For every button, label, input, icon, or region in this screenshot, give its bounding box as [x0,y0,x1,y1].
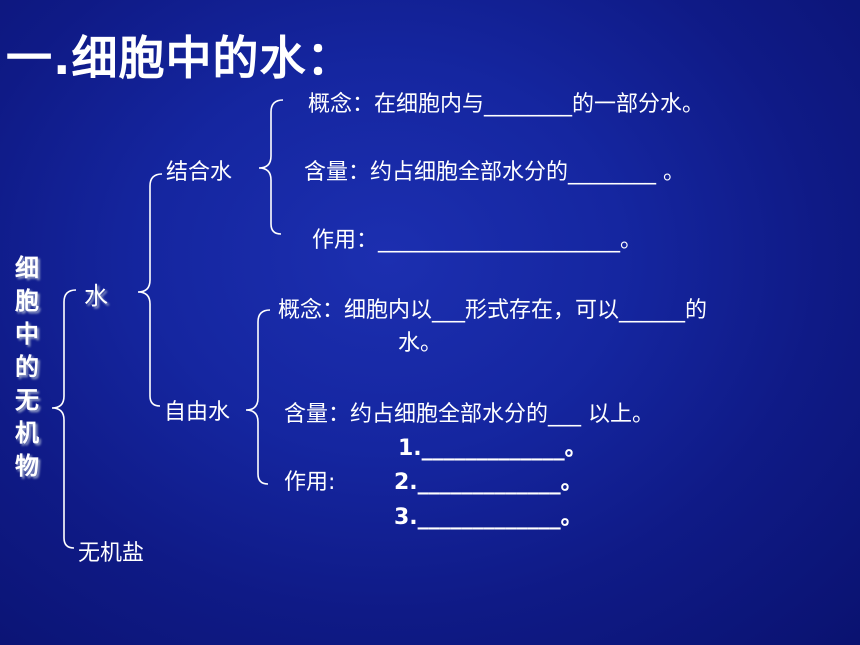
vertical-label-inorganic-matter: 细 胞 中 的 无 机 物 [10,252,44,483]
brace-free-water [245,309,271,485]
free-water-label: 自由水 [164,400,231,425]
free-water-function-item: 1._____________。 [398,436,587,461]
brace-inorganic [51,289,77,549]
vertical-char: 物 [15,452,39,480]
free-water-function-label: 作用: [284,470,336,495]
free-water-function-item: 3._____________。 [394,505,583,530]
vertical-char: 的 [15,353,39,381]
inorganic-salt-label: 无机盐 [78,541,145,566]
free-water-concept-cont: 水。 [398,331,443,356]
brace-water [137,173,163,407]
brace-bound-water [258,99,284,235]
vertical-char: 细 [15,254,39,282]
free-water-concept: 概念：细胞内以___形式存在，可以______的 [278,298,708,323]
free-water-content: 含量：约占细胞全部水分的___ 以上。 [284,402,654,427]
vertical-char: 中 [15,320,39,348]
bound-water-function: 作用：______________________。 [312,228,643,253]
page-title: 一.细胞中的水： [6,31,354,85]
vertical-char: 胞 [15,287,39,315]
bound-water-concept: 概念：在细胞内与________的一部分水。 [308,92,705,117]
free-water-function-item: 2._____________。 [394,470,583,495]
bound-water-content: 含量：约占细胞全部水分的________ 。 [304,160,685,185]
bound-water-label: 结合水 [166,160,233,185]
vertical-char: 无 [15,386,39,414]
water-label: 水 [84,282,108,310]
vertical-char: 机 [15,419,39,447]
